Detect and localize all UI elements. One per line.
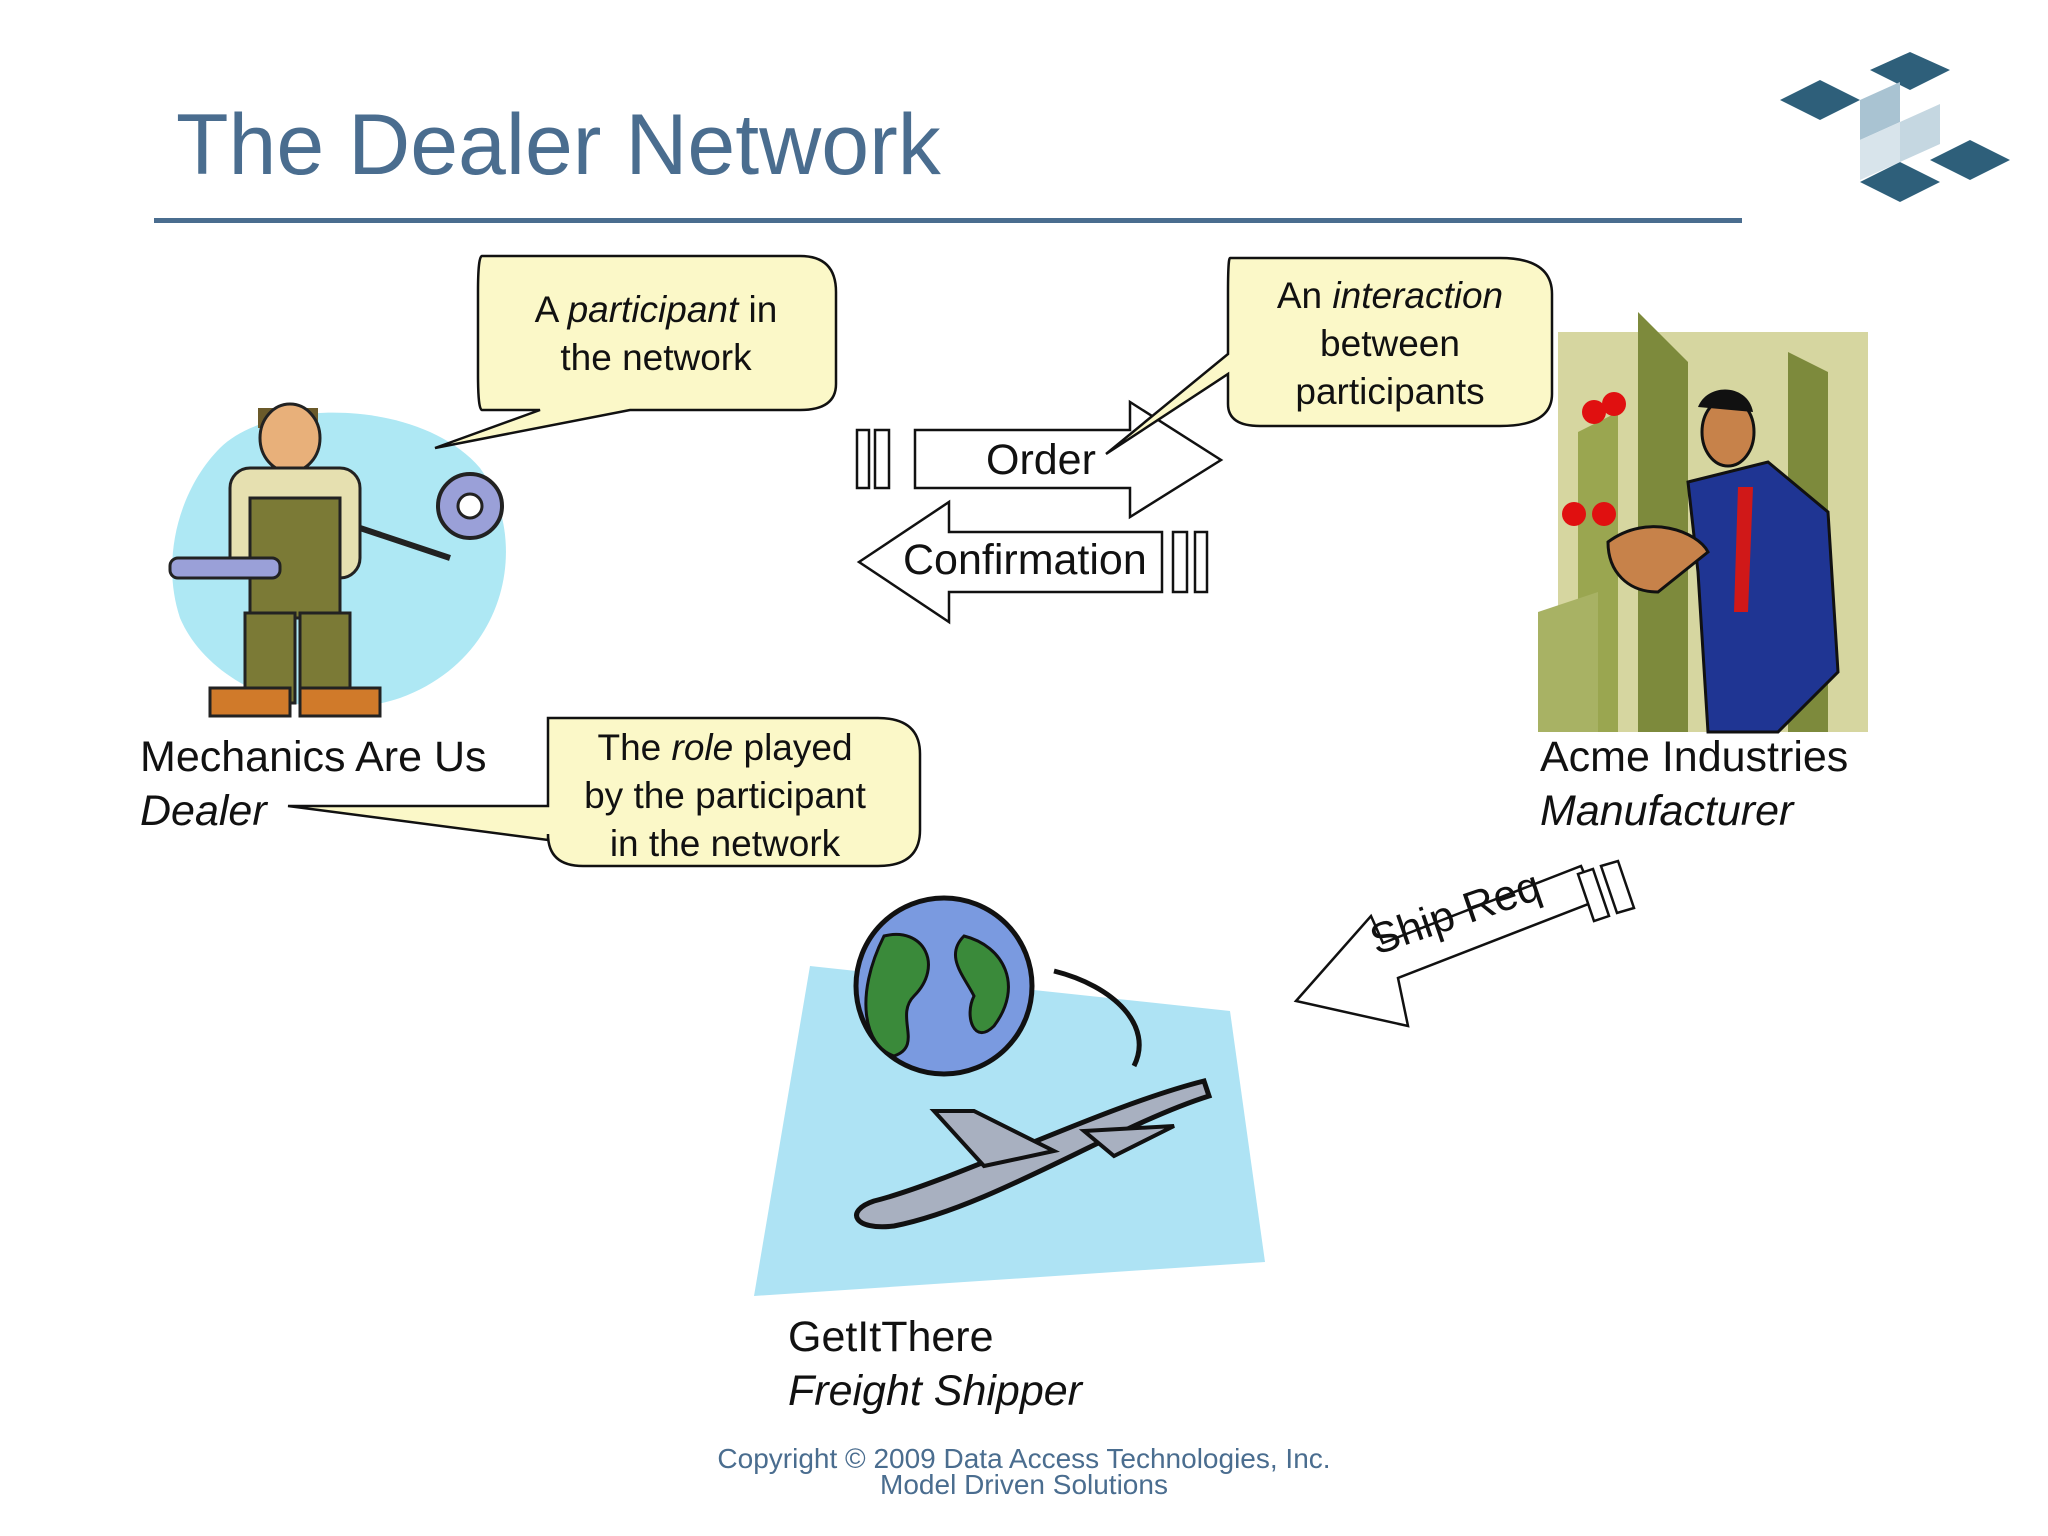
participant-callout-text: A participant in the network: [478, 286, 834, 382]
callout-interaction-em: interaction: [1332, 275, 1504, 316]
manufacturer-role: Manufacturer: [1540, 787, 1794, 835]
order-label: Order: [986, 436, 1096, 484]
order-arrow: [855, 399, 1224, 520]
shipper-label: GetItThere Freight Shipper: [788, 1310, 1082, 1418]
footer: Copyright © 2009 Data Access Technologie…: [0, 1443, 2048, 1500]
callout-role-line2: by the participant: [584, 775, 866, 816]
confirmation-arrow: [856, 499, 1209, 625]
callout-interaction-pre: An: [1276, 275, 1333, 316]
interaction-callout-text: An interaction between participants: [1232, 272, 1548, 416]
ship-req-arrow: [1293, 859, 1636, 1028]
callout-participant-post: in: [738, 289, 778, 330]
mechanic-illustration: [168, 402, 506, 718]
interaction-callout-bubble: [1105, 256, 1554, 456]
shipper-illustration: [754, 895, 1265, 1296]
callout-role-pre: The: [597, 727, 672, 768]
title-underline: [154, 218, 1742, 223]
role-callout-text: The role played by the participant in th…: [552, 724, 898, 868]
participant-callout-bubble: [434, 254, 838, 450]
footer-tagline: Model Driven Solutions: [880, 1469, 1168, 1500]
manufacturer-illustration: [1538, 312, 1868, 734]
manufacturer-label: Acme Industries Manufacturer: [1540, 730, 1848, 838]
confirmation-label: Confirmation: [903, 536, 1147, 584]
callout-participant-line2: the network: [560, 337, 752, 378]
callout-role-line3: in the network: [609, 823, 841, 864]
callout-interaction-line3: participants: [1295, 371, 1485, 412]
callout-participant-em: participant: [567, 289, 739, 330]
shipper-role: Freight Shipper: [788, 1367, 1082, 1415]
dealer-label: Mechanics Are Us Dealer: [140, 730, 487, 838]
dealer-role: Dealer: [140, 787, 267, 835]
manufacturer-name: Acme Industries: [1540, 733, 1849, 781]
callout-role-post: played: [733, 727, 853, 768]
callout-interaction-line2: between: [1320, 323, 1460, 364]
slide-title: The Dealer Network: [176, 97, 941, 193]
footer-copyright: Copyright © 2009 Data Access Technologie…: [717, 1443, 1331, 1474]
role-callout-bubble: [287, 716, 922, 868]
callout-participant-pre: A: [534, 289, 568, 330]
dealer-name: Mechanics Are Us: [140, 733, 487, 781]
callout-role-em: role: [671, 727, 734, 768]
company-logo: [1780, 52, 2010, 202]
shipper-name: GetItThere: [788, 1313, 994, 1361]
